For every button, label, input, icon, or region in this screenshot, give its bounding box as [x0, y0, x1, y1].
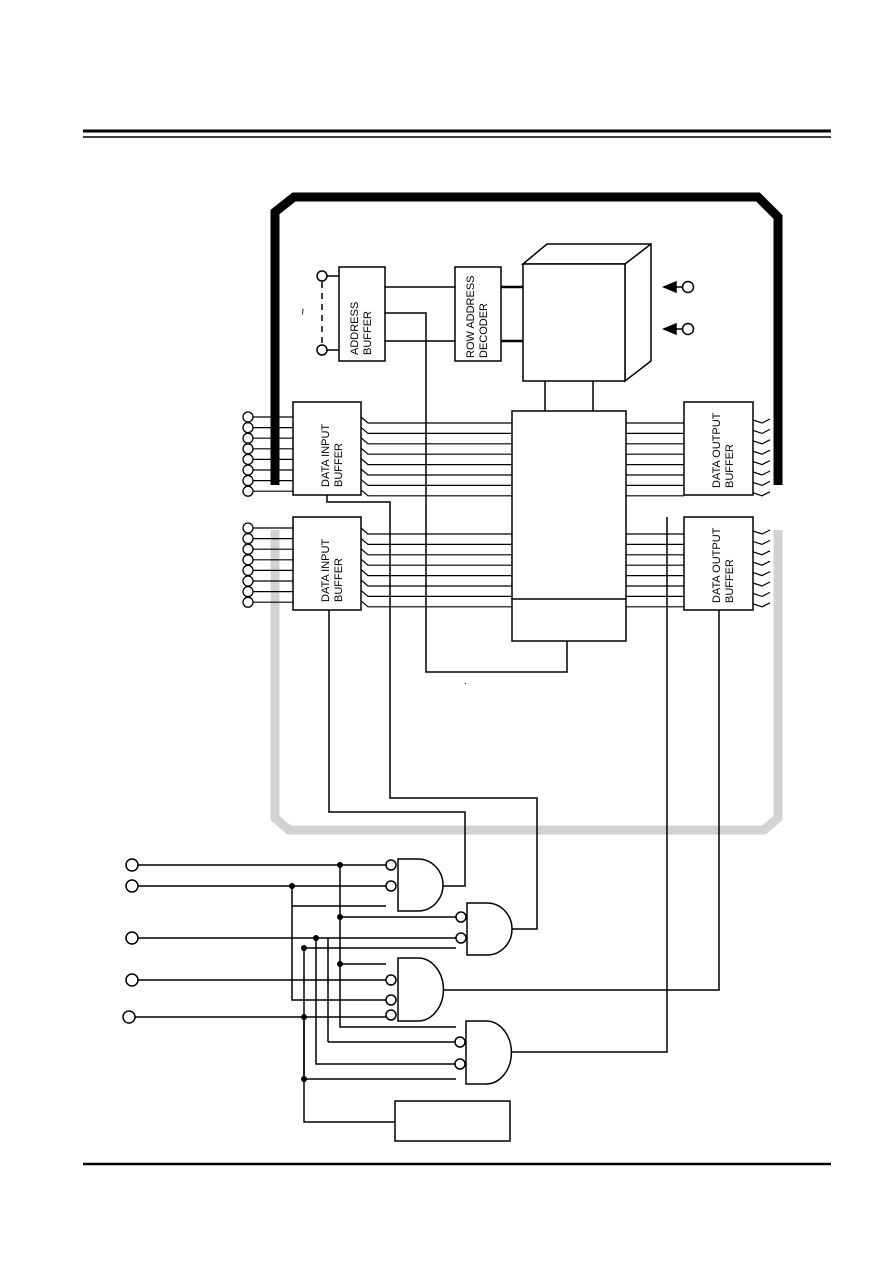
data-input-buffer-lower: DATA INPUT BUFFER: [292, 516, 362, 611]
data-input-pin-upper-6: [242, 474, 254, 487]
power-arrow-1: [662, 280, 677, 294]
logic-gate-4: [454, 1020, 513, 1085]
data-output-buffer-upper: DATA OUTPUT BUFFER: [683, 401, 754, 496]
data-input-upper-label-2: BUFFER: [333, 443, 345, 487]
control-wiring: [326, 495, 720, 1053]
data-input-pin-upper-7: [242, 485, 254, 497]
wire-junctions: [289, 862, 343, 1082]
data-input-upper-label-1: DATA INPUT: [320, 424, 332, 487]
data-input-pin-upper-0: [242, 411, 254, 423]
logic-gate-3: [385, 957, 445, 1022]
io-pins: [242, 411, 254, 608]
data-input-pin-upper-3: [242, 443, 254, 455]
data-output-lower-label-1: DATA OUTPUT: [711, 527, 723, 603]
data-input-pin-upper-1: [242, 421, 254, 434]
upper-byte-bus: [270, 192, 783, 485]
gate-2-input-bubble-a: [455, 911, 467, 923]
io-bus-wiring: [253, 416, 771, 608]
data-input-pin-lower-1: [242, 532, 254, 545]
logic-gate-1: [385, 858, 444, 912]
gate-3-input-bubble-c: [385, 1009, 397, 1021]
data-input-pin-lower-6: [242, 585, 254, 598]
data-output-upper-label-2: BUFFER: [724, 444, 736, 488]
gate-3-input-bubble-a: [385, 974, 397, 986]
data-output-upper-label-1: DATA OUTPUT: [711, 412, 723, 488]
data-input-pin-lower-3: [242, 554, 254, 566]
gate-1-input-bubble-a: [385, 859, 397, 871]
control-pin-1: [125, 858, 139, 872]
page-header-rule: [83, 129, 831, 138]
stray-dot: .: [464, 676, 467, 687]
control-pin-3: [125, 931, 139, 945]
power-pins: [662, 280, 695, 336]
address-pin-bottom: [316, 344, 328, 356]
row-decoder-label-2: DECODER: [478, 303, 490, 358]
data-input-pin-upper-4: [242, 453, 254, 466]
data-input-pin-lower-2: [242, 543, 254, 555]
data-input-pin-lower-0: [242, 522, 254, 534]
gate-4-input-bubble-a: [454, 1036, 466, 1048]
data-input-pin-lower-7: [242, 596, 254, 608]
control-pin-4: [125, 973, 139, 987]
row-decoder-label-1: ROW ADDRESS: [465, 275, 477, 358]
address-pins: [316, 270, 339, 356]
logic-gate-2: [455, 902, 513, 956]
gate-3-input-bubble-b: [385, 994, 397, 1006]
power-pin-2: [681, 322, 695, 336]
address-wiring: [385, 285, 568, 673]
row-address-decoder-block: ROW ADDRESS DECODER: [454, 266, 502, 362]
control-pin-5: [122, 1010, 136, 1024]
power-arrow-2: [662, 322, 677, 336]
address-tilde: ~: [296, 308, 310, 315]
data-input-pin-upper-5: [242, 464, 254, 476]
data-output-lower-label-2: BUFFER: [724, 559, 736, 603]
address-pin-top: [316, 270, 328, 282]
address-buffer-block: ADDRESS BUFFER: [338, 266, 386, 362]
data-input-lower-label-1: DATA INPUT: [320, 539, 332, 602]
data-input-buffer-upper: DATA INPUT BUFFER: [292, 401, 362, 496]
data-input-pin-lower-5: [242, 575, 254, 587]
data-input-pin-lower-4: [242, 564, 254, 577]
control-pins: [122, 858, 139, 1024]
address-buffer-label-2: BUFFER: [362, 311, 374, 355]
data-output-buffer-lower: DATA OUTPUT BUFFER: [683, 516, 754, 611]
address-buffer-label-1: ADDRESS: [349, 302, 361, 355]
lower-byte-bus: [270, 530, 783, 835]
data-input-lower-label-2: BUFFER: [333, 558, 345, 602]
data-input-pin-upper-2: [242, 432, 254, 444]
control-pin-2: [125, 879, 139, 893]
column-io-block: [511, 381, 627, 642]
memory-cell-array: [520, 243, 652, 383]
control-block: [394, 1100, 511, 1142]
power-pin-1: [681, 280, 695, 294]
gate-1-input-bubble-b: [385, 880, 397, 892]
gate-2-input-bubble-b: [455, 932, 467, 944]
gate-4-input-bubble-b: [454, 1058, 466, 1070]
